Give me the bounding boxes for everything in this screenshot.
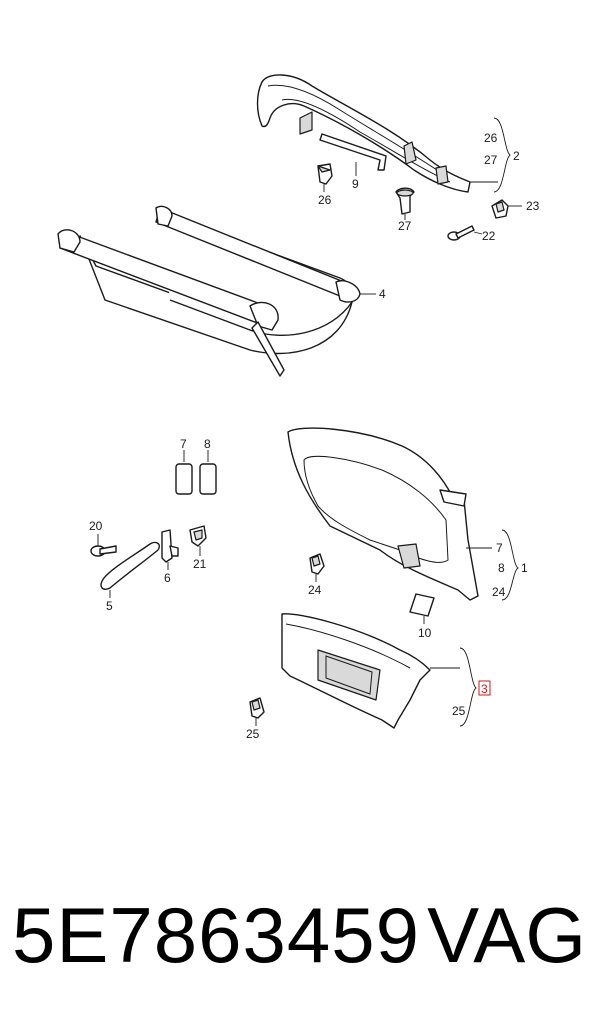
clip-23 [491,199,509,219]
label-4: 4 [379,287,386,301]
clip-26 [317,163,333,185]
clip-24 [309,553,325,575]
label-7-pad: 7 [180,437,187,451]
clip-27 [395,187,415,215]
label-20: 20 [89,519,103,533]
label-26-clip: 26 [318,193,332,207]
label-25-panel: 25 [452,704,466,718]
label-22: 22 [482,229,496,243]
label-3: 3 [481,682,488,696]
label-27-rail: 27 [484,153,498,167]
clip-21 [189,525,207,547]
label-8-pad: 8 [204,437,211,451]
part-number: 5E7863459 [12,891,421,979]
label-21: 21 [193,557,207,571]
label-3-highlight-box [478,680,491,696]
parts-diagram: 26 27 2 9 26 27 23 22 4 7 8 20 21 6 5 24… [57,74,540,741]
label-7-panel: 7 [496,541,503,555]
screw-22 [447,225,475,241]
screw-20 [90,545,117,557]
pad-10 [409,593,435,617]
label-27-clip: 27 [398,219,412,233]
label-23: 23 [526,199,540,213]
label-10: 10 [418,626,432,640]
hook-6 [161,529,179,563]
lower-trim-part [281,613,431,729]
label-9: 9 [352,177,359,191]
clip-25 [249,697,265,719]
label-8-panel: 8 [498,561,505,575]
label-25-clip: 25 [246,727,260,741]
label-5: 5 [106,599,113,613]
tailgate-trim-part [287,427,479,601]
footer: 5E7863459 VAG [0,880,600,990]
label-26-rail: 26 [484,131,498,145]
label-1: 1 [521,561,528,575]
label-24-panel: 24 [492,585,506,599]
label-6: 6 [164,571,171,585]
pad-8 [199,463,217,495]
label-2: 2 [513,149,520,163]
seal-strip-part [319,133,387,171]
pad-7 [175,463,193,495]
label-24-clip: 24 [308,583,322,597]
brand-name: VAG [427,891,586,979]
luggage-cover-part [57,205,361,377]
trim-rail-part [256,74,471,193]
strap-5 [100,541,160,590]
